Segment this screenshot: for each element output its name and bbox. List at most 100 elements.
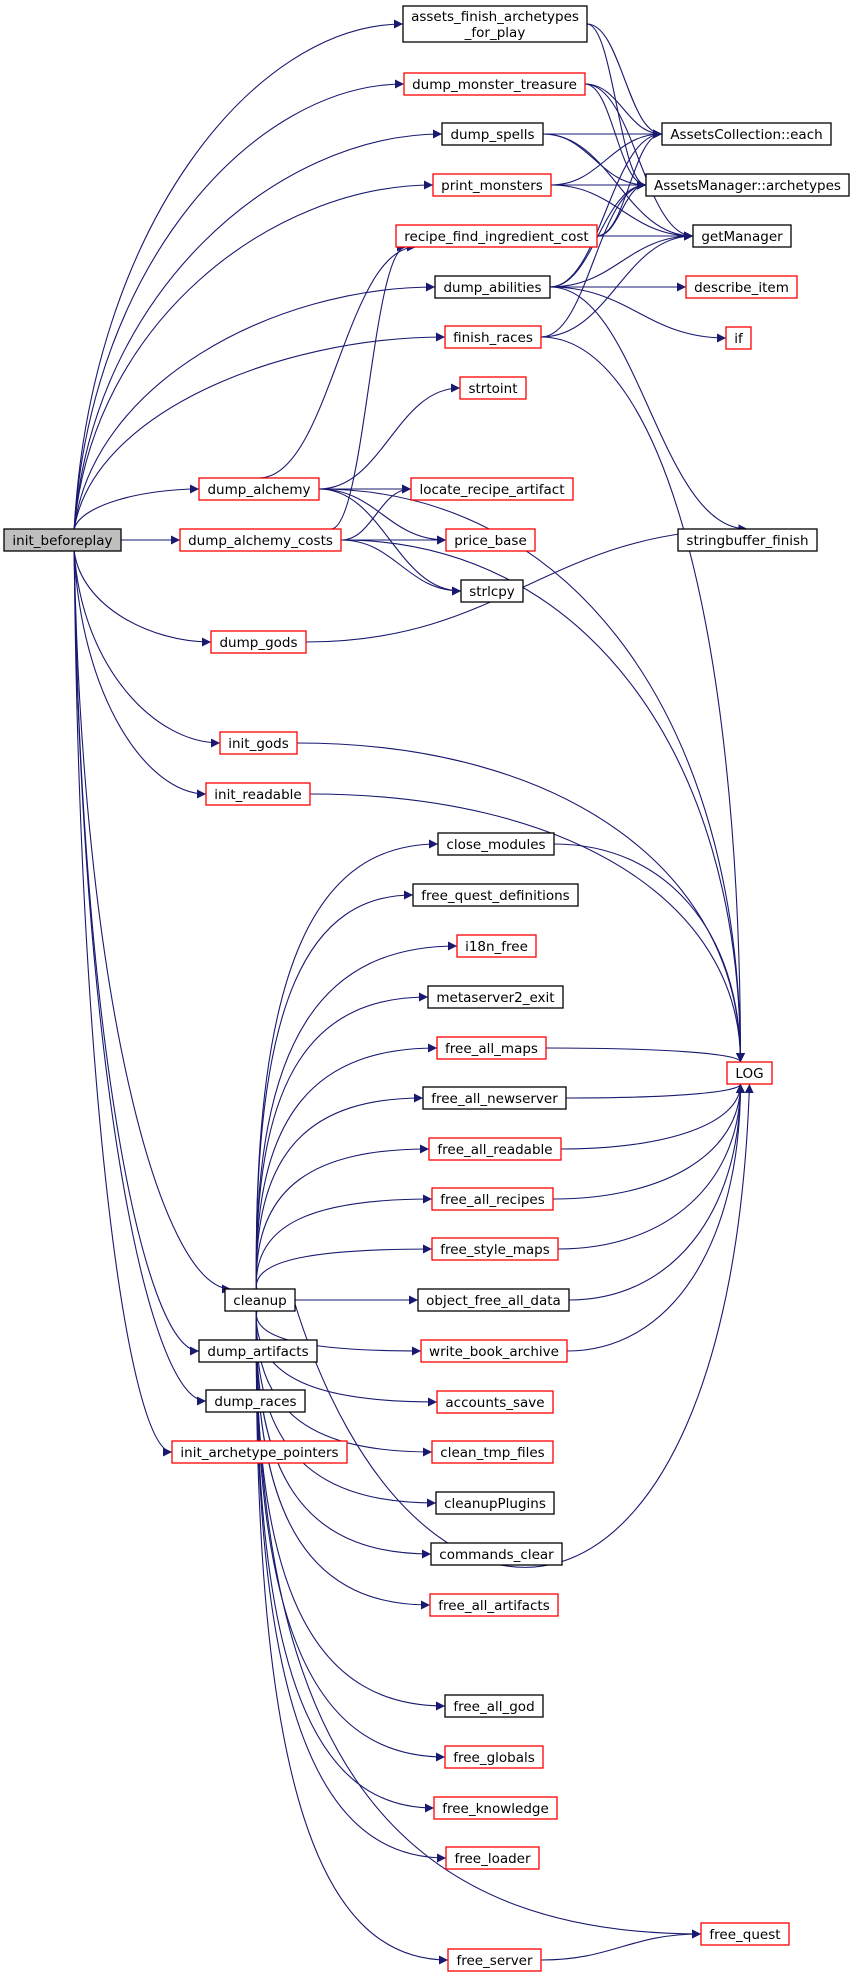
edge-cleanup-to-i18n-free — [255, 941, 458, 1290]
function-node-cleanup[interactable]: cleanup — [224, 1288, 296, 1312]
node-label: cleanupPlugins — [444, 1496, 546, 1512]
function-node-price-base[interactable]: price_base — [445, 528, 536, 552]
edge-init-beforeplay-to-assets-finish — [73, 19, 404, 530]
function-node-free-knowledge[interactable]: free_knowledge — [433, 1796, 558, 1820]
function-node-cleanupplugins[interactable]: cleanupPlugins — [435, 1491, 555, 1515]
function-node-dump-spells[interactable]: dump_spells — [441, 122, 544, 146]
function-node-clean-tmp-files[interactable]: clean_tmp_files — [431, 1440, 554, 1464]
function-node-init-gods[interactable]: init_gods — [219, 731, 298, 755]
function-node-strlcpy[interactable]: strlcpy — [460, 579, 524, 603]
function-nodes: init_beforeplay assets_finish_archetypes_… — [3, 5, 850, 1972]
node-label: assets_finish_archetypes — [411, 9, 579, 25]
function-node-init-archetype-pointers[interactable]: init_archetype_pointers — [171, 1440, 348, 1464]
function-node-recipe-find-ingredient-cost[interactable]: recipe_find_ingredient_cost — [395, 224, 598, 248]
node-label: metaserver2_exit — [436, 990, 554, 1006]
function-node-dump-artifacts[interactable]: dump_artifacts — [198, 1339, 318, 1363]
call-edges — [73, 19, 754, 1965]
function-node-assets-archetypes[interactable]: AssetsManager::archetypes — [645, 173, 850, 197]
function-node-free-all-recipes[interactable]: free_all_recipes — [431, 1187, 554, 1211]
node-label: cleanup — [233, 1293, 286, 1309]
function-node-finish-races[interactable]: finish_races — [444, 325, 542, 349]
node-box — [219, 731, 298, 755]
edge-dump-abilities-to-assets-each — [549, 129, 663, 288]
function-node-init-readable[interactable]: init_readable — [205, 782, 311, 806]
edge-init-beforeplay-to-dump-spells — [73, 129, 443, 530]
function-node-dump-races[interactable]: dump_races — [205, 1389, 306, 1413]
node-box — [429, 1593, 559, 1617]
node-box — [402, 5, 588, 43]
edge-dump-alchemy-costs-to-locate-recipe-artifact — [340, 484, 412, 541]
node-label: init_beforeplay — [12, 533, 112, 549]
node-box — [205, 782, 311, 806]
function-node-free-all-readable[interactable]: free_all_readable — [428, 1137, 562, 1161]
function-node-dump-alchemy[interactable]: dump_alchemy — [198, 477, 320, 501]
edge-dump-gods-to-stringbuffer-finish — [305, 524, 748, 643]
edge-free-all-recipes-to-log — [552, 1083, 745, 1200]
function-node-free-all-newserver[interactable]: free_all_newserver — [422, 1086, 567, 1110]
node-label: close_modules — [446, 837, 545, 853]
function-node-locate-recipe-artifact[interactable]: locate_recipe_artifact — [410, 477, 574, 501]
function-node-getmanager[interactable]: getManager — [692, 224, 792, 248]
node-label: if — [734, 331, 744, 347]
function-node-assets-finish[interactable]: assets_finish_archetypes_for_play — [402, 5, 588, 43]
function-node-free-quest[interactable]: free_quest — [700, 1922, 790, 1946]
function-node-dump-alchemy-costs[interactable]: dump_alchemy_costs — [179, 528, 342, 552]
edge-cleanup-to-free-all-readable — [255, 1144, 430, 1290]
function-node-close-modules[interactable]: close_modules — [437, 832, 555, 856]
node-box — [444, 325, 542, 349]
function-node-commands-clear[interactable]: commands_clear — [430, 1542, 563, 1566]
edge-cleanup-to-free-quest — [255, 1310, 702, 1939]
node-box — [726, 1061, 773, 1085]
edge-free-all-maps-to-log — [545, 1047, 745, 1063]
node-box — [224, 1288, 296, 1312]
node-box — [412, 883, 579, 907]
function-node-assets-each[interactable]: AssetsCollection::each — [661, 122, 832, 146]
function-node-dump-abilities[interactable]: dump_abilities — [434, 275, 551, 299]
node-box — [171, 1440, 348, 1464]
function-node-accounts-save[interactable]: accounts_save — [436, 1390, 554, 1414]
function-node-stringbuffer-finish[interactable]: stringbuffer_finish — [677, 528, 818, 552]
function-node-log[interactable]: LOG — [726, 1061, 773, 1085]
function-node-dump-monster-treasure[interactable]: dump_monster_treasure — [403, 72, 586, 96]
function-node-dump-gods[interactable]: dump_gods — [210, 630, 307, 654]
function-node-print-monsters[interactable]: print_monsters — [432, 173, 552, 197]
function-node-metaserver2-exit[interactable]: metaserver2_exit — [427, 985, 564, 1009]
node-label: LOG — [735, 1066, 763, 1082]
node-box — [427, 985, 564, 1009]
node-box — [445, 528, 536, 552]
function-node-free-all-god[interactable]: free_all_god — [444, 1694, 544, 1718]
function-node-describe-item[interactable]: describe_item — [685, 275, 798, 299]
function-node-object-free-all-data[interactable]: object_free_all_data — [417, 1288, 570, 1312]
node-box — [3, 528, 122, 552]
function-node-free-loader[interactable]: free_loader — [445, 1846, 540, 1870]
node-box — [677, 528, 818, 552]
edge-recipe-find-ingredient-cost-to-assets-each — [596, 129, 663, 237]
function-node-if[interactable]: if — [725, 326, 752, 350]
function-node-free-all-maps[interactable]: free_all_maps — [436, 1036, 547, 1060]
function-node-free-globals[interactable]: free_globals — [444, 1745, 544, 1769]
node-label: write_book_archive — [429, 1344, 559, 1360]
node-label: dump_alchemy_costs — [188, 533, 333, 549]
function-node-init-beforeplay[interactable]: init_beforeplay — [3, 528, 122, 552]
function-node-strtoint[interactable]: strtoint — [459, 376, 527, 400]
node-box — [433, 1796, 558, 1820]
node-box — [447, 1948, 542, 1972]
function-node-free-quest-definitions[interactable]: free_quest_definitions — [412, 883, 579, 907]
function-node-i18n-free[interactable]: i18n_free — [456, 934, 537, 958]
node-box — [692, 224, 792, 248]
edge-cleanup-to-free-quest-definitions — [255, 890, 414, 1290]
edge-init-readable-to-log — [309, 793, 745, 1063]
node-label: strlcpy — [469, 584, 515, 600]
function-node-free-server[interactable]: free_server — [447, 1948, 542, 1972]
function-node-free-style-maps[interactable]: free_style_maps — [431, 1237, 559, 1261]
function-node-free-all-artifacts[interactable]: free_all_artifacts — [429, 1593, 559, 1617]
edge-dump-alchemy-costs-to-recipe-find-ingredient-cost — [330, 242, 407, 530]
node-box — [661, 122, 832, 146]
edge-dump-abilities-to-stringbuffer-finish — [549, 286, 748, 534]
node-label: AssetsManager::archetypes — [654, 178, 841, 194]
node-box — [435, 1491, 555, 1515]
edge-cleanup-to-free-loader — [255, 1310, 447, 1863]
function-node-write-book-archive[interactable]: write_book_archive — [420, 1339, 568, 1363]
node-box — [430, 1542, 563, 1566]
